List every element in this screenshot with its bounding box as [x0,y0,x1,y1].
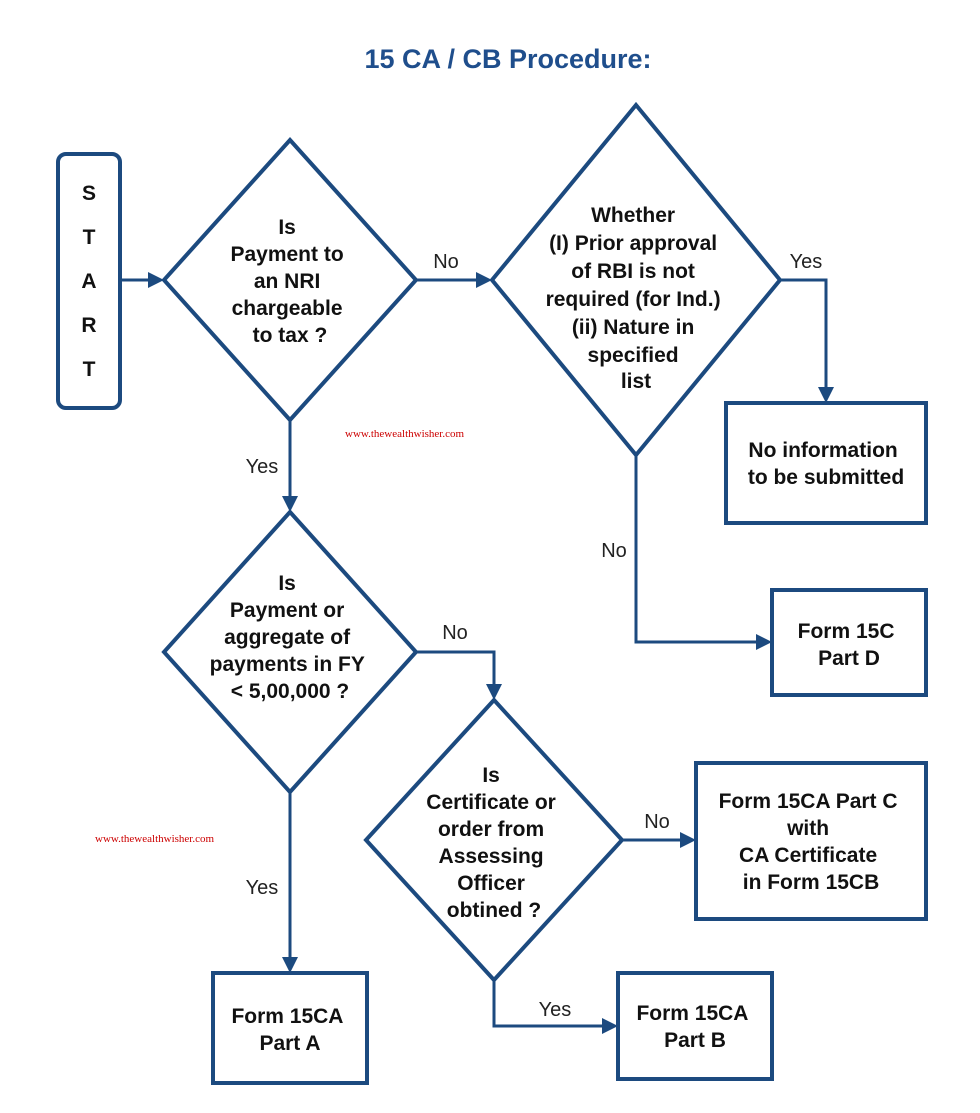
connector-start-to-nri [120,272,164,288]
box-form-15ca-part-a [211,971,369,1085]
connector-nri-no [416,272,492,288]
edge-label-certificate-yes: Yes [539,999,572,1021]
connector-aggregate-yes [282,792,298,973]
page-title: 15 CA / CB Procedure: [364,44,651,74]
connector-rbi-yes [780,278,834,403]
decision-nri-chargeable-label: Is Payment to an NRI chargeable to tax ? [230,216,349,347]
box-no-information-label: No information to be submitted [748,439,904,489]
box-form-15c-part-d-label: Form 15C Part D [798,620,901,670]
watermark-text: www.thewealthwisher.com [95,833,214,845]
connector-nri-yes [282,420,298,512]
edge-label-rbi-yes: Yes [790,251,823,273]
start-letter: S [82,182,96,205]
connector-certificate-no [622,832,696,848]
box-no-information [724,401,928,525]
edge-label-aggregate-yes: Yes [246,877,279,899]
edge-label-certificate-no: No [644,811,670,833]
box-form-15c-part-d [770,588,928,697]
box-form-15ca-part-b-label: Form 15CA Part B [636,1002,753,1052]
start-letter: R [81,314,96,337]
edge-label-nri-yes: Yes [246,456,279,478]
edge-label-rbi-no: No [601,540,627,562]
start-letter: T [83,358,96,381]
decision-aggregate-limit [161,509,419,795]
start-letter: T [83,226,96,249]
decision-certificate-obtained-label: Is Certificate or order from Assessing O… [426,764,561,922]
box-form-15ca-part-a-label: Form 15CA Part A [231,1005,348,1055]
watermark-text: www.thewealthwisher.com [345,428,464,440]
box-form-15ca-part-c [694,761,928,921]
connector-certificate-yes [492,980,618,1034]
connector-rbi-no [634,455,772,650]
edge-label-aggregate-no: No [442,622,468,644]
decision-aggregate-limit-label: Is Payment or aggregate of payments in F… [210,572,371,703]
edge-label-nri-no: No [433,251,459,273]
box-form-15ca-part-b [616,971,774,1081]
box-form-15ca-part-c-label: Form 15CA Part C with CA Certificate in … [719,790,904,894]
start-label: S T A R T [81,182,96,381]
start-letter: A [81,270,96,293]
decision-rbi-approval-label: Whether (I) Prior approval of RBI is not… [546,204,727,393]
connector-aggregate-no [416,650,502,700]
